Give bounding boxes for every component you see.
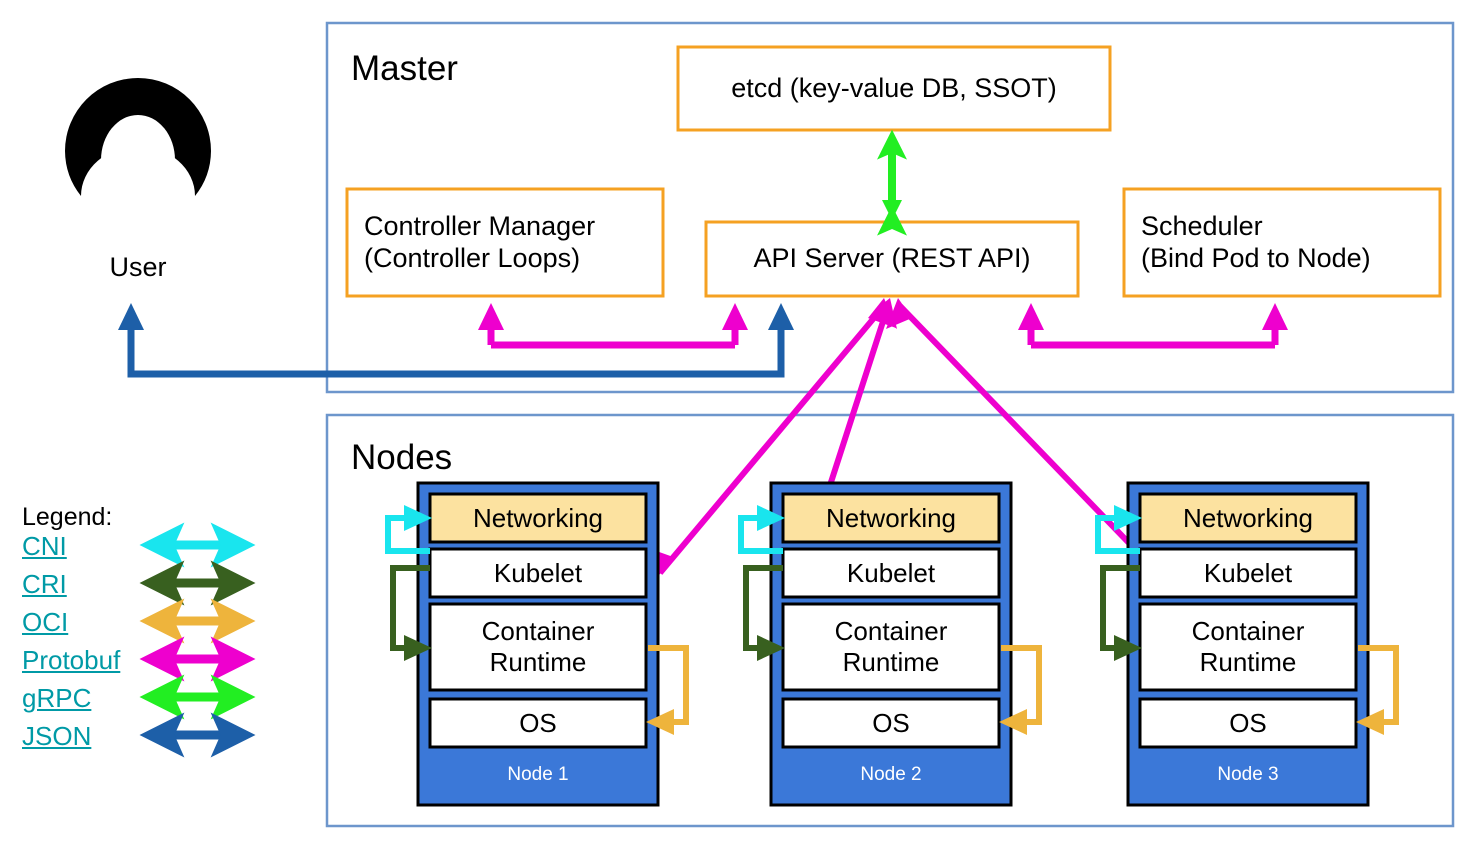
etcd-box[interactable] bbox=[676, 45, 1112, 132]
protobuf-controllermanager-apiserver-arrow bbox=[478, 303, 748, 349]
node-2-networking-layer bbox=[781, 492, 1001, 544]
node-1[interactable] bbox=[416, 481, 660, 807]
node-2-kubelet-layer bbox=[781, 547, 1001, 599]
legend-item-json[interactable]: JSON bbox=[22, 721, 92, 751]
node-3-networking-layer bbox=[1138, 492, 1358, 544]
node-1-networking-layer bbox=[428, 492, 648, 544]
cni-loop-node-1 bbox=[385, 505, 432, 554]
nodes-container bbox=[325, 413, 1455, 828]
node-1-kubelet-layer bbox=[428, 547, 648, 599]
oci-loop-node-2 bbox=[999, 645, 1042, 735]
legend-item-cri[interactable]: CRI bbox=[22, 569, 67, 599]
legend-item-oci[interactable]: OCI bbox=[22, 607, 69, 637]
legend-title: Legend: bbox=[22, 503, 113, 531]
cni-loop-node-2 bbox=[738, 505, 785, 554]
node-2-os-layer bbox=[781, 697, 1001, 749]
node-2[interactable] bbox=[769, 481, 1013, 807]
oci-loop-node-1 bbox=[646, 645, 689, 735]
node-1-os-layer bbox=[428, 697, 648, 749]
node-3-container-runtime-layer bbox=[1138, 602, 1358, 692]
oci-loop-node-3 bbox=[1356, 645, 1399, 735]
legend-item-grpc[interactable]: gRPC bbox=[22, 683, 92, 713]
grpc-etcd-apiserver-arrow bbox=[877, 129, 907, 236]
user-label: User bbox=[109, 252, 167, 282]
json-user-apiserver-arrow bbox=[118, 303, 794, 378]
cni-loop-node-3 bbox=[1095, 505, 1142, 554]
controller-manager-box[interactable] bbox=[345, 187, 665, 298]
legend-item-protobuf[interactable]: Protobuf bbox=[22, 645, 121, 675]
cri-loop-node-3 bbox=[1100, 565, 1142, 661]
api-server-box[interactable] bbox=[704, 220, 1080, 298]
master-container bbox=[325, 21, 1455, 394]
protobuf-scheduler-apiserver-arrow bbox=[1018, 303, 1288, 349]
node-1-container-runtime-layer bbox=[428, 602, 648, 692]
node-3[interactable] bbox=[1126, 481, 1370, 807]
node-3-os-layer bbox=[1138, 697, 1358, 749]
user-avatar-icon bbox=[65, 78, 211, 205]
cri-loop-node-2 bbox=[743, 565, 785, 661]
cri-loop-node-1 bbox=[390, 565, 432, 661]
nodes-title: Nodes bbox=[351, 438, 453, 477]
master-title: Master bbox=[351, 49, 458, 88]
node-3-kubelet-layer bbox=[1138, 547, 1358, 599]
scheduler-box[interactable] bbox=[1122, 187, 1442, 298]
node-2-container-runtime-layer bbox=[781, 602, 1001, 692]
legend-item-cni[interactable]: CNI bbox=[22, 531, 67, 561]
